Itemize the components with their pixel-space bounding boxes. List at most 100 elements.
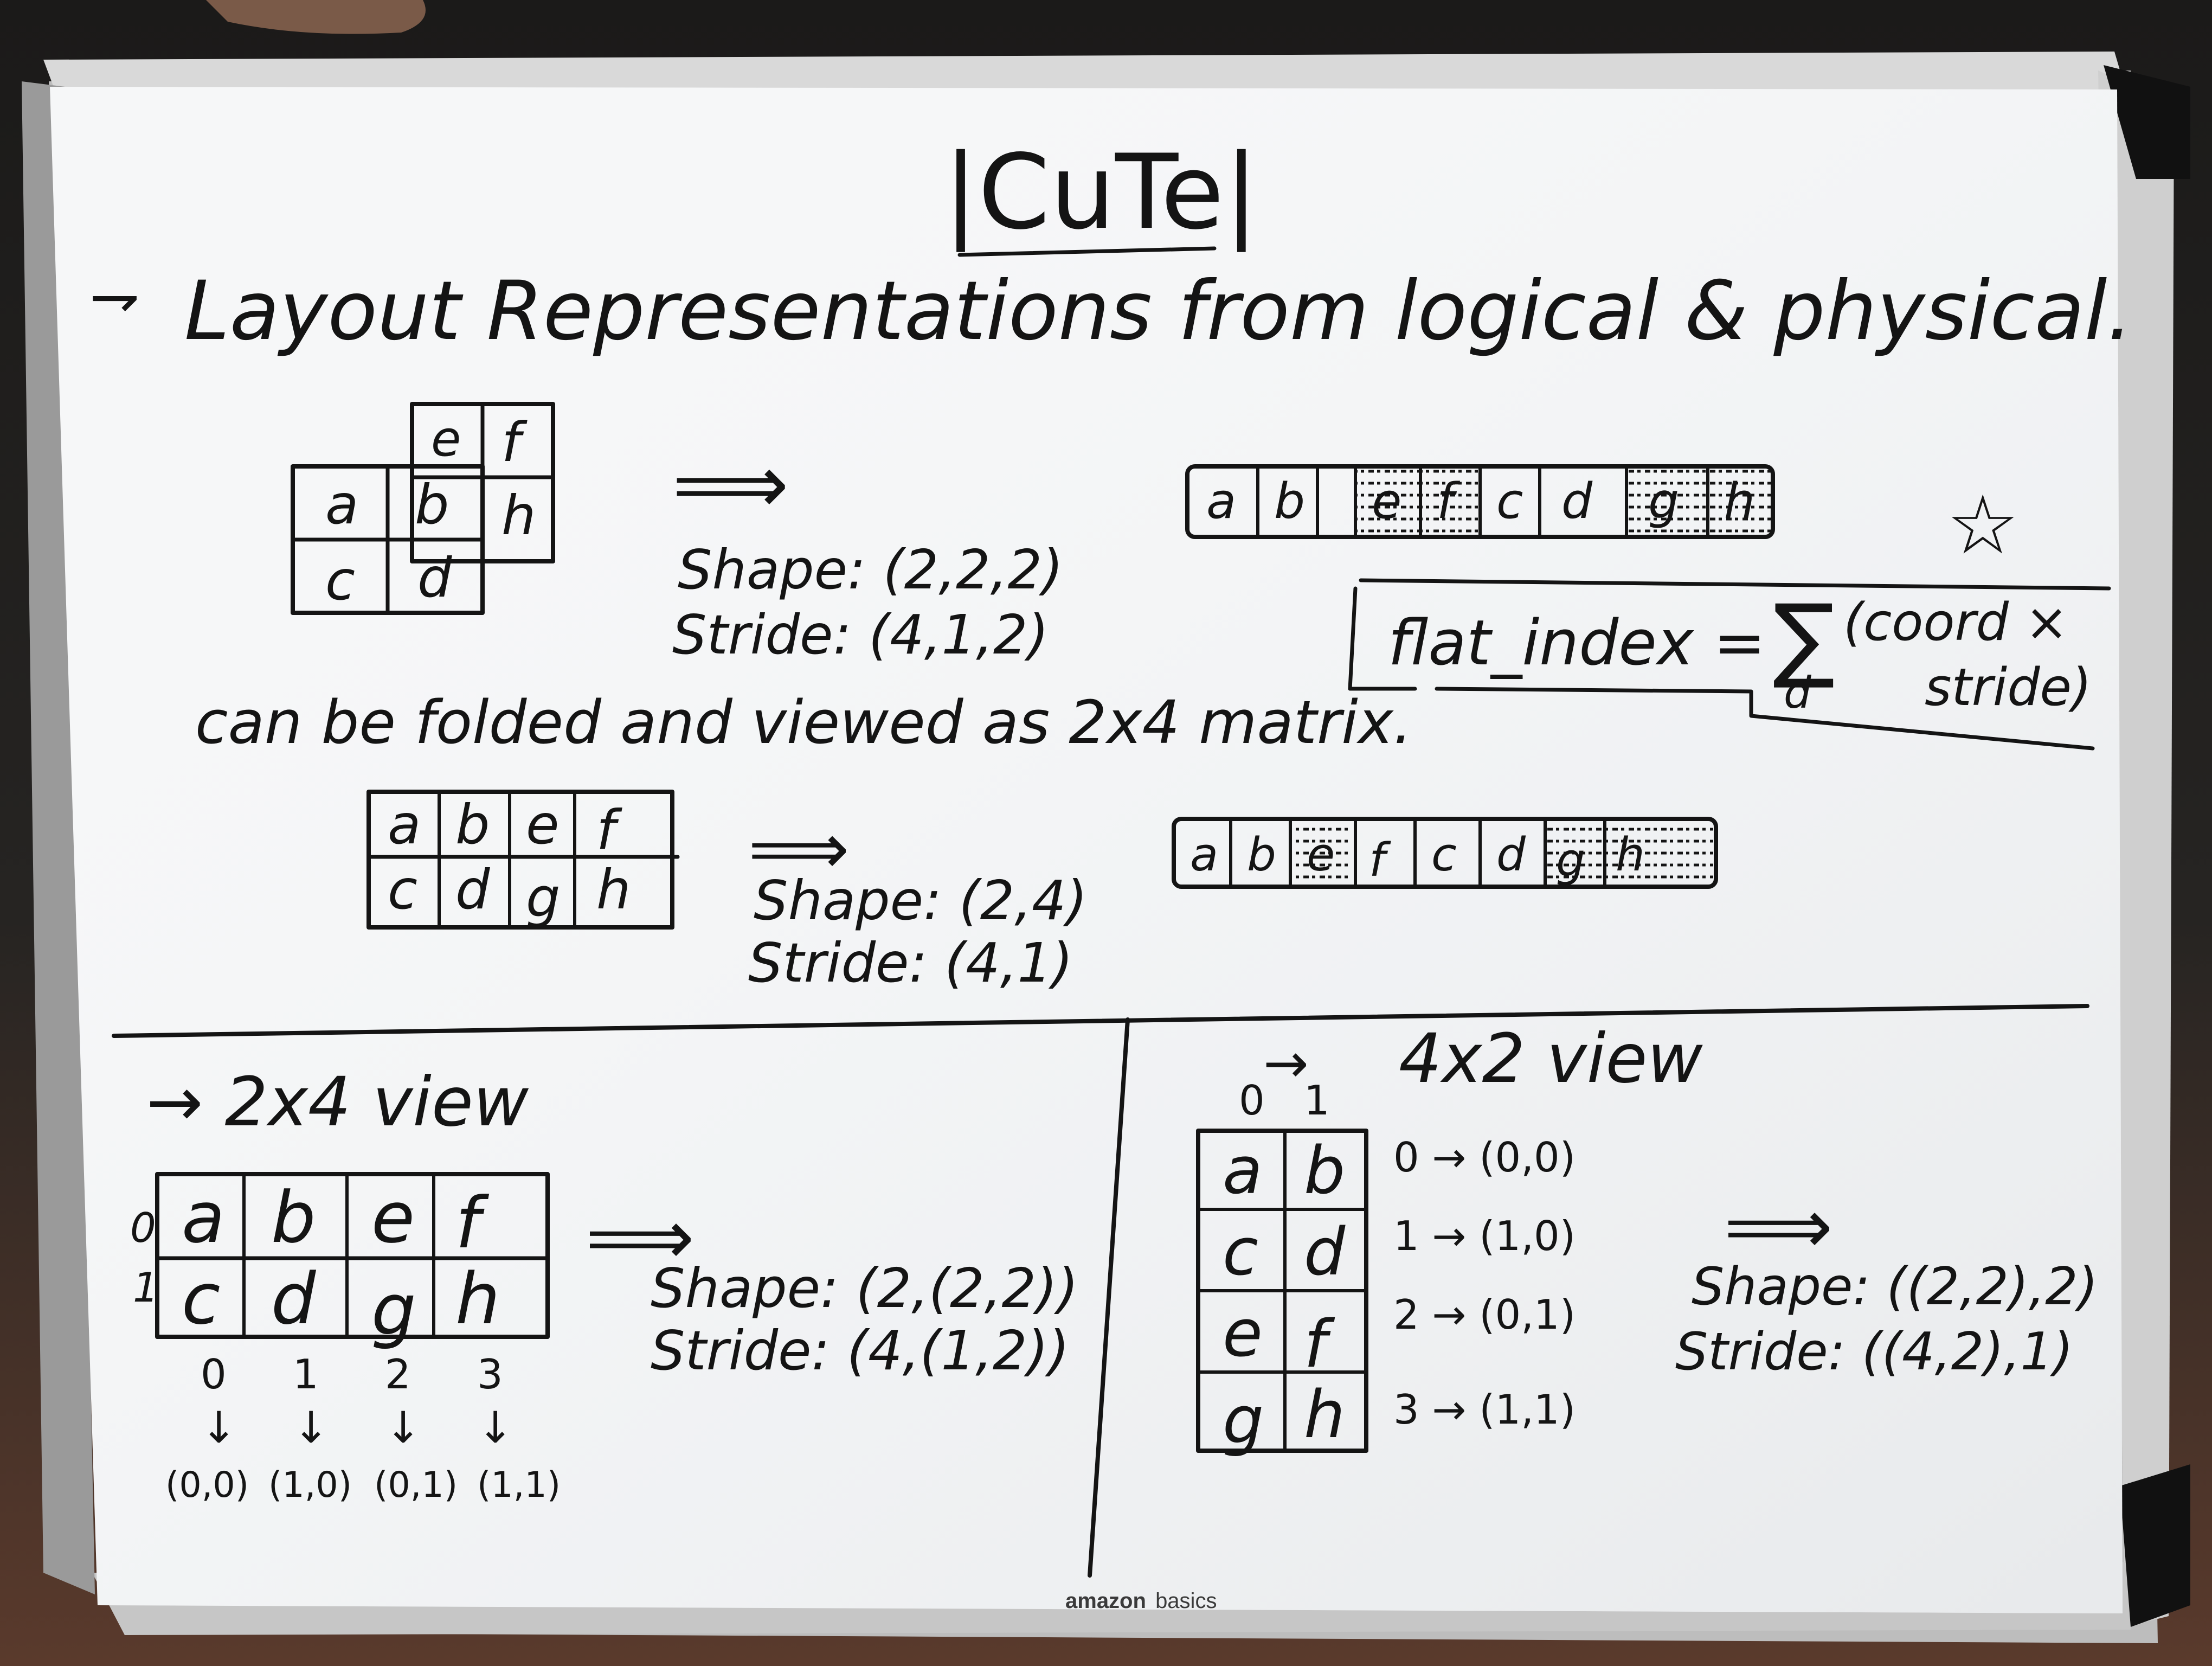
- cube-cell-e: e: [431, 411, 461, 467]
- brand-logo: amazon basics: [1065, 1589, 1217, 1613]
- mem1-cell-5: d: [1561, 473, 1593, 530]
- memory-row-2: [1172, 817, 1718, 889]
- formula-box: [1348, 578, 2111, 751]
- memory-row-1: [1185, 464, 1775, 539]
- s2-m-b: b: [455, 793, 490, 856]
- mem1-cell-1: b: [1274, 473, 1305, 530]
- s4-heading: 4x2 view: [1399, 1020, 1703, 1098]
- brand-suffix: basics: [1155, 1589, 1217, 1613]
- s3-m-a: a: [182, 1176, 225, 1259]
- formula-rhs-1: (coord ×: [1843, 593, 2068, 652]
- s4-m-c: c: [1223, 1215, 1258, 1290]
- s3-stride: Stride: (4,(1,2)): [651, 1319, 1070, 1382]
- s3-col-index-2: 2: [385, 1350, 411, 1398]
- s2-m-h: h: [596, 858, 631, 921]
- s4-shape: Shape: ((2,2),2): [1692, 1257, 2098, 1317]
- s4-m-d: d: [1304, 1215, 1346, 1290]
- s4-arrow-icon: →: [1263, 1031, 1309, 1095]
- s3-m-g: g: [371, 1268, 416, 1351]
- mem1-cell-0: a: [1206, 473, 1236, 530]
- mem1-cell-6: g: [1648, 473, 1679, 530]
- mem2-cell-1: b: [1247, 828, 1276, 882]
- board-title: |CuTe|: [943, 132, 1259, 252]
- down-arrow-icon: ↓: [385, 1402, 421, 1453]
- mem2-cell-7: h: [1616, 828, 1645, 882]
- s2-m-a: a: [388, 793, 421, 856]
- formula-sub: d: [1784, 668, 1812, 718]
- formula-rhs-2: stride): [1925, 658, 2092, 717]
- mem1-cell-7: h: [1724, 473, 1755, 530]
- s3-col-index-1: 1: [293, 1350, 319, 1398]
- matrix-2x4: [366, 790, 680, 930]
- s4-m-h: h: [1304, 1377, 1345, 1453]
- s3-col-coord-0: (0,0): [165, 1465, 249, 1505]
- mem1-cell-2: e: [1372, 473, 1401, 530]
- formula-sum: ∑: [1773, 585, 1835, 692]
- s4-stride: Stride: ((4,2),1): [1675, 1322, 2073, 1382]
- heading-arrow-icon: ⇁: [89, 262, 139, 331]
- s2-m-d: d: [455, 858, 490, 921]
- s3-m-d: d: [271, 1258, 317, 1340]
- s3-row-label-0: 0: [130, 1204, 156, 1252]
- s4-row-map-0: 0 → (0,0): [1393, 1133, 1576, 1181]
- s3-m-b: b: [271, 1176, 316, 1259]
- down-arrow-icon: ↓: [293, 1402, 329, 1453]
- down-arrow-icon: ↓: [477, 1402, 513, 1453]
- mem2-cell-5: d: [1496, 828, 1526, 882]
- implies-arrow-4-icon: ⟹: [1724, 1183, 1833, 1271]
- s4-row-map-2: 2 → (0,1): [1393, 1291, 1576, 1338]
- s4-m-a: a: [1223, 1133, 1263, 1209]
- s4-col-label-1: 1: [1304, 1077, 1330, 1124]
- s2-m-c: c: [388, 858, 417, 921]
- cube-cell-c: c: [325, 549, 355, 612]
- brand-name: amazon: [1065, 1589, 1146, 1613]
- s1-shape: Shape: (2,2,2): [678, 538, 1063, 601]
- s3-col-coord-3: (1,1): [477, 1465, 561, 1505]
- s2-stride: Stride: (4,1): [748, 931, 1073, 995]
- cube-diagram: [291, 402, 555, 615]
- s3-m-e: e: [371, 1176, 415, 1259]
- s3-heading: → 2x4 view: [146, 1063, 529, 1142]
- s4-row-map-1: 1 → (1,0): [1393, 1212, 1576, 1260]
- s3-col-coord-1: (1,0): [268, 1465, 352, 1505]
- s2-m-e: e: [526, 793, 560, 856]
- formula-lhs: flat_index =: [1388, 607, 1766, 680]
- s4-col-label-0: 0: [1239, 1077, 1265, 1124]
- mem2-cell-4: c: [1431, 828, 1457, 882]
- s4-m-g: g: [1223, 1383, 1264, 1458]
- implies-arrow-2-icon: ⟹: [748, 808, 849, 890]
- cube-cell-b: b: [415, 473, 449, 536]
- board-heading: Layout Representations from logical & ph…: [184, 264, 2133, 358]
- s3-matrix: [155, 1172, 550, 1339]
- s3-m-h: h: [455, 1258, 500, 1340]
- horizontal-divider: [112, 1004, 2089, 1038]
- s2-shape: Shape: (2,4): [754, 869, 1088, 932]
- implies-arrow-3-icon: ⟹: [586, 1194, 695, 1282]
- cube-cell-a: a: [325, 473, 358, 536]
- mem2-cell-2: e: [1307, 828, 1335, 882]
- mem2-cell-6: g: [1556, 834, 1585, 887]
- star-icon: ☆: [1946, 478, 2019, 573]
- s3-shape: Shape: (2,(2,2)): [651, 1257, 1078, 1320]
- mem2-cell-0: a: [1190, 828, 1218, 882]
- s3-col-index-0: 0: [201, 1350, 227, 1398]
- vertical-divider: [1088, 1017, 1130, 1578]
- s2-m-g: g: [526, 866, 560, 930]
- s1-stride: Stride: (4,1,2): [672, 603, 1049, 667]
- s3-col-index-3: 3: [477, 1350, 503, 1398]
- cube-cell-d: d: [417, 546, 452, 610]
- hand-shape: [206, 0, 426, 34]
- s4-row-map-3: 3 → (1,1): [1393, 1386, 1576, 1433]
- cube-cell-h: h: [501, 484, 536, 547]
- down-arrow-icon: ↓: [201, 1402, 237, 1453]
- implies-arrow-1-icon: ⟹: [672, 438, 789, 532]
- s4-m-e: e: [1223, 1296, 1263, 1372]
- s3-row-label-1: 1: [133, 1264, 159, 1311]
- s3-col-coord-2: (0,1): [374, 1465, 458, 1505]
- mem1-cell-4: c: [1496, 473, 1523, 530]
- s4-matrix: [1196, 1129, 1368, 1453]
- s2-caption: can be folded and viewed as 2x4 matrix.: [195, 688, 1412, 757]
- s4-m-b: b: [1304, 1133, 1345, 1209]
